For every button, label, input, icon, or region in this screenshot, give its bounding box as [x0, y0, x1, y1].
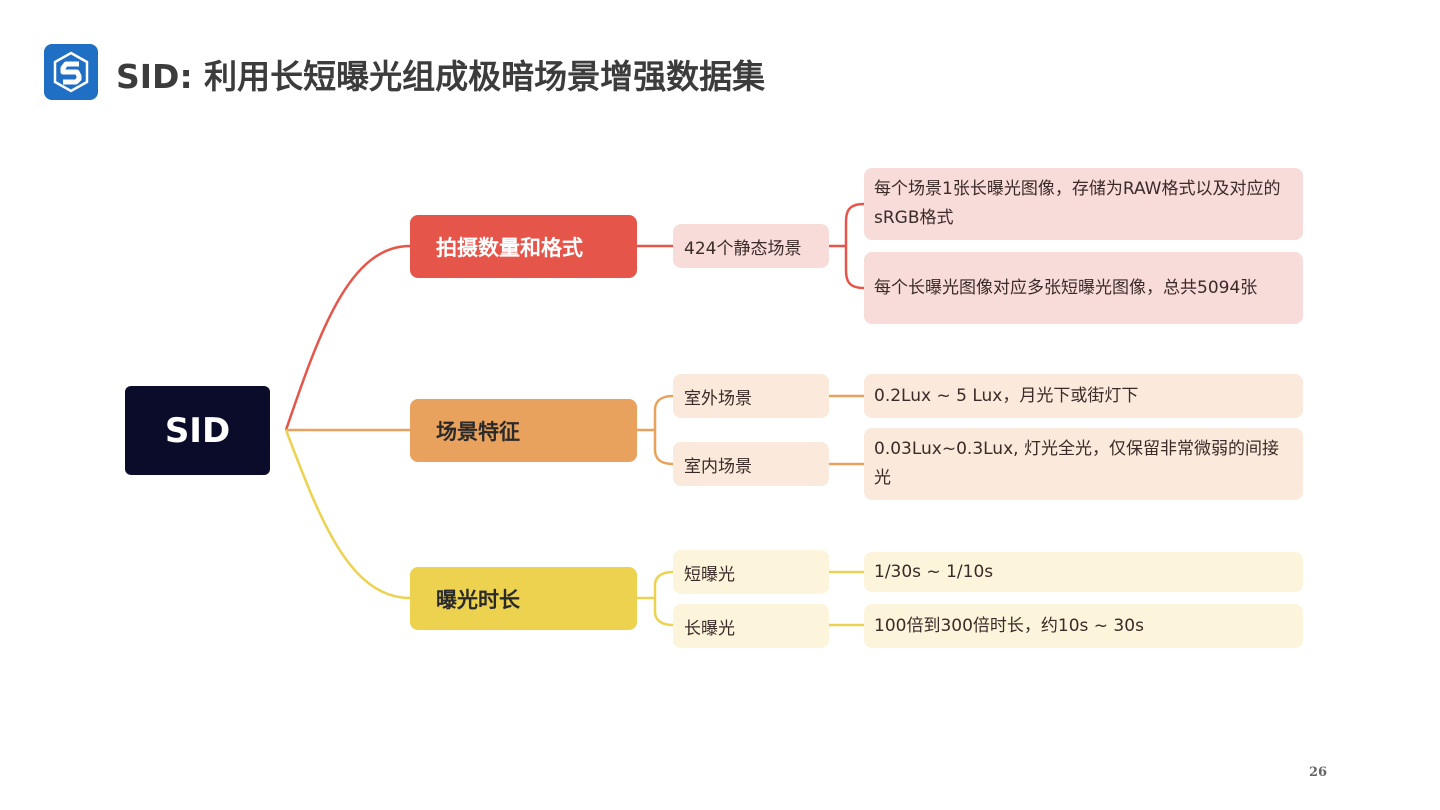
sub-node-static-scenes: 424个静态场景 [673, 224, 829, 268]
leaf-short-duration: 1/30s ~ 1/10s [864, 552, 1303, 592]
sub-node-short-exposure: 短曝光 [673, 550, 829, 594]
leaf-outdoor-lux: 0.2Lux ~ 5 Lux，月光下或街灯下 [864, 374, 1303, 418]
branch-scene-features: 场景特征 [410, 399, 637, 462]
branch-shooting-format: 拍摄数量和格式 [410, 215, 637, 278]
leaf-long-duration: 100倍到300倍时长，约10s ~ 30s [864, 604, 1303, 648]
sub-node-long-exposure: 长曝光 [673, 604, 829, 648]
leaf-short-count: 每个长曝光图像对应多张短曝光图像，总共5094张 [864, 252, 1303, 324]
branch-exposure-time: 曝光时长 [410, 567, 637, 630]
leaf-indoor-lux: 0.03Lux~0.3Lux, 灯光全光，仅保留非常微弱的间接光 [864, 428, 1303, 500]
sub-node-indoor: 室内场景 [673, 442, 829, 486]
root-node: SID [125, 386, 270, 475]
leaf-raw-srgb: 每个场景1张长曝光图像，存储为RAW格式以及对应的sRGB格式 [864, 168, 1303, 240]
page-number: 26 [1309, 765, 1328, 780]
logo-icon [44, 44, 98, 100]
page-title: SID: 利用长短曝光组成极暗场景增强数据集 [116, 57, 766, 96]
sub-node-outdoor: 室外场景 [673, 374, 829, 418]
